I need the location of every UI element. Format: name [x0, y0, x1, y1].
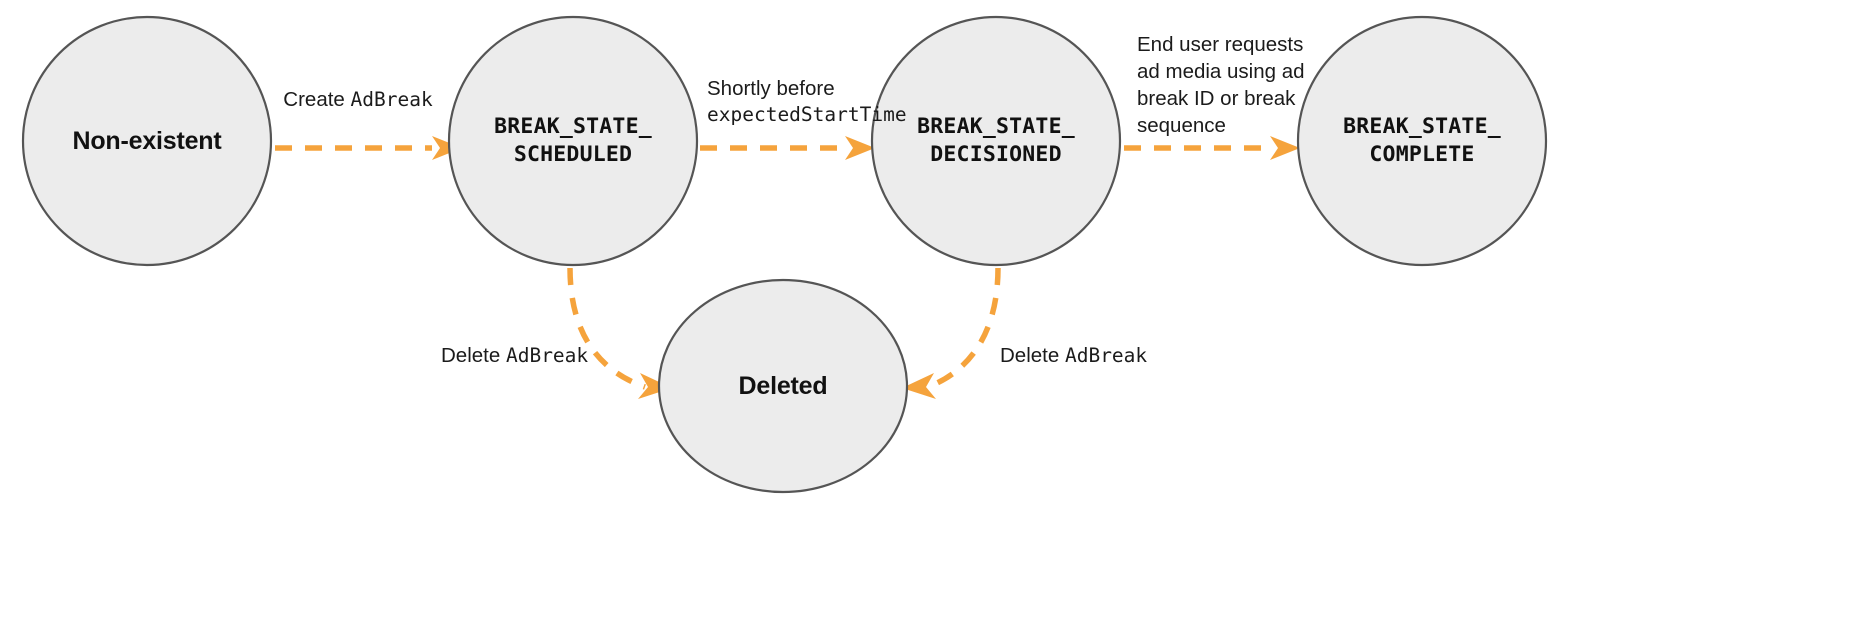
node-break-state-decisioned[interactable]: [870, 15, 1122, 267]
edge-create-adbreak: [275, 136, 462, 160]
edge-decisioned-to-complete: [1124, 136, 1300, 160]
edge-decisioned-to-deleted-arrowhead: [902, 373, 936, 399]
node-non-existent[interactable]: [21, 15, 273, 267]
edge-scheduled-to-deleted-arrowhead: [638, 373, 672, 399]
edge-scheduled-to-decisioned-arrowhead: [845, 136, 875, 160]
edge-decisioned-to-deleted-line: [927, 267, 1001, 390]
node-break-state-scheduled[interactable]: [447, 15, 699, 267]
edge-decisioned-to-deleted: [902, 267, 1001, 399]
edge-scheduled-to-decisioned: [700, 136, 875, 160]
edge-create-adbreak-arrowhead: [432, 136, 462, 160]
edge-scheduled-to-deleted: [567, 267, 672, 399]
node-deleted[interactable]: [657, 278, 909, 494]
edge-scheduled-to-deleted-line: [567, 267, 646, 390]
node-break-state-complete[interactable]: [1296, 15, 1548, 267]
edge-decisioned-to-complete-arrowhead: [1270, 136, 1300, 160]
